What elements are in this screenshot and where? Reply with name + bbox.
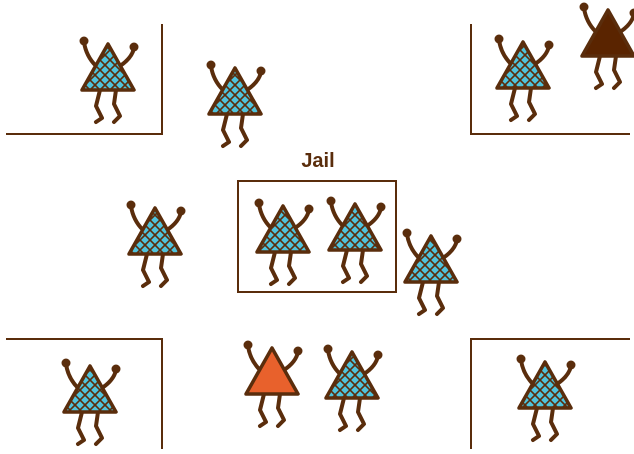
right-hand [545,41,554,50]
bottom-right-corner-figure[interactable] [517,355,576,441]
triangle-body [246,348,298,394]
top-right-dark-figure[interactable] [580,3,634,89]
right-leg [529,88,535,120]
right-hand [112,365,121,374]
jail-label: Jail [288,150,348,173]
triangle-body [257,206,309,252]
left-arm [211,66,223,90]
left-arm [407,234,419,258]
right-hand [257,67,266,76]
triangle-body [519,362,571,408]
triangle-body [64,366,116,412]
top-right-corner-figure[interactable] [495,35,554,121]
left-hand [403,229,412,238]
left-leg [143,254,149,286]
right-hand [130,43,139,52]
left-hand [324,345,333,354]
top-left-corner-figure[interactable] [80,37,139,123]
right-leg [437,282,443,314]
right-leg [96,412,102,444]
left-hand [255,199,264,208]
left-arm [131,206,143,230]
left-leg [533,408,539,440]
triangle-body [82,44,134,90]
left-arm [328,350,340,374]
right-leg [241,114,247,146]
left-leg [340,398,346,430]
left-leg [343,250,349,282]
right-leg [551,408,557,440]
left-hand [495,35,504,44]
right-hand [377,203,386,212]
right-leg [289,252,295,284]
left-leg [596,56,602,88]
triangle-body [405,236,457,282]
left-arm [259,204,271,228]
bottom-center-orange-figure[interactable] [244,341,303,427]
left-leg [271,252,277,284]
right-leg [278,394,284,426]
left-hand [62,359,71,368]
triangle-body [326,352,378,398]
left-leg [223,114,229,146]
right-leg [361,250,367,282]
triangle-body [582,10,634,56]
left-arm [584,8,596,32]
left-leg [419,282,425,314]
triangle-body [129,208,181,254]
left-hand [327,197,336,206]
left-leg [511,88,517,120]
left-arm [84,42,96,66]
top-center-left-figure[interactable] [207,61,266,147]
left-arm [499,40,511,64]
left-leg [78,412,84,444]
right-hand [567,361,576,370]
right-hand [305,205,314,214]
right-hand [630,9,634,18]
left-arm [521,360,533,384]
triangle-body [497,42,549,88]
jail-figure-1[interactable] [255,199,314,285]
right-leg [614,56,620,88]
right-leg [161,254,167,286]
right-leg [358,398,364,430]
right-hand [453,235,462,244]
left-arm [66,364,78,388]
right-hand [294,347,303,356]
bottom-left-corner-figure[interactable] [62,359,121,445]
left-hand [517,355,526,364]
left-hand [80,37,89,46]
middle-left-figure[interactable] [127,201,186,287]
left-leg [96,90,102,122]
left-hand [207,61,216,70]
right-hand [374,351,383,360]
middle-right-figure[interactable] [403,229,462,315]
right-hand [177,207,186,216]
bottom-center-figure[interactable] [324,345,383,431]
triangle-body [329,204,381,250]
triangle-body [209,68,261,114]
left-hand [127,201,136,210]
left-arm [331,202,343,226]
jail-figure-2[interactable] [327,197,386,283]
left-leg [260,394,266,426]
left-arm [248,346,260,370]
right-leg [114,90,120,122]
left-hand [580,3,589,12]
left-hand [244,341,253,350]
